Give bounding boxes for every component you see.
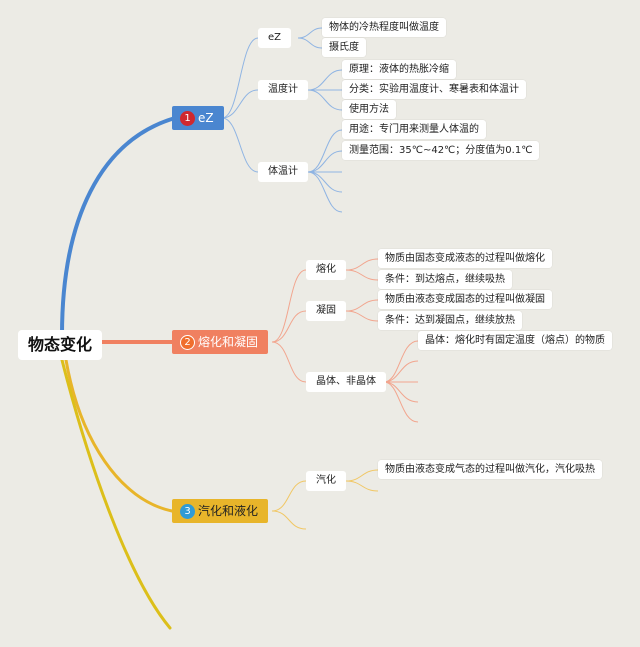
leaf-node[interactable]: 物体的冷热程度叫做温度 — [322, 18, 446, 37]
branch-3[interactable]: 3 汽化和液化 — [172, 499, 269, 523]
branch-2-label: 熔化和凝固 — [198, 335, 259, 349]
connector-root-branch1 — [60, 116, 177, 337]
sub-node-ez[interactable]: eZ — [258, 28, 292, 48]
leaf-node[interactable]: 晶体：熔化时有固定温度（熔点）的物质 — [418, 331, 612, 350]
badge-2-icon: 2 — [180, 334, 195, 350]
sub-node-clinical-thermometer[interactable]: 体温计 — [258, 162, 308, 182]
leaf-node[interactable]: 测量范围：35℃~42℃；分度值为0.1℃ — [342, 141, 540, 160]
sub-node-melting[interactable]: 熔化 — [306, 260, 346, 280]
sub-node-vaporization[interactable]: 汽化 — [306, 471, 346, 491]
root-node[interactable]: 物态变化 — [18, 330, 103, 360]
connector-root-branch3 — [64, 358, 174, 513]
leaf-node[interactable]: 物质由固态变成液态的过程叫做熔化 — [378, 249, 552, 268]
branch-1-label: eZ — [198, 111, 214, 125]
leaf-node[interactable]: 条件：到达熔点，继续吸热 — [378, 270, 512, 289]
leaf-node[interactable]: 用途：专门用来测量人体温的 — [342, 120, 486, 139]
leaf-node[interactable]: 摄氏度 — [322, 38, 366, 57]
branch-2[interactable]: 2 熔化和凝固 — [172, 330, 269, 354]
sub-node-crystal[interactable]: 晶体、非晶体 — [306, 372, 386, 392]
badge-3-icon: 3 — [180, 503, 195, 519]
branch-3-label: 汽化和液化 — [198, 504, 259, 518]
leaf-node[interactable]: 条件：达到凝固点，继续放热 — [378, 311, 522, 330]
leaf-node[interactable]: 物质由液态变成气态的过程叫做汽化，汽化吸热 — [378, 460, 602, 479]
badge-1-icon: 1 — [180, 110, 195, 126]
leaf-node[interactable]: 物质由液态变成固态的过程叫做凝固 — [378, 290, 552, 309]
sub-node-solidification[interactable]: 凝固 — [306, 301, 346, 321]
leaf-node[interactable]: 原理：液体的热胀冷缩 — [342, 60, 456, 79]
sub-node-thermometer[interactable]: 温度计 — [258, 80, 308, 100]
connector-root-tail — [60, 358, 172, 630]
branch-1[interactable]: 1 eZ — [172, 106, 224, 130]
leaf-node[interactable]: 分类：实验用温度计、寒暑表和体温计 — [342, 80, 526, 99]
leaf-node[interactable]: 使用方法 — [342, 100, 396, 119]
